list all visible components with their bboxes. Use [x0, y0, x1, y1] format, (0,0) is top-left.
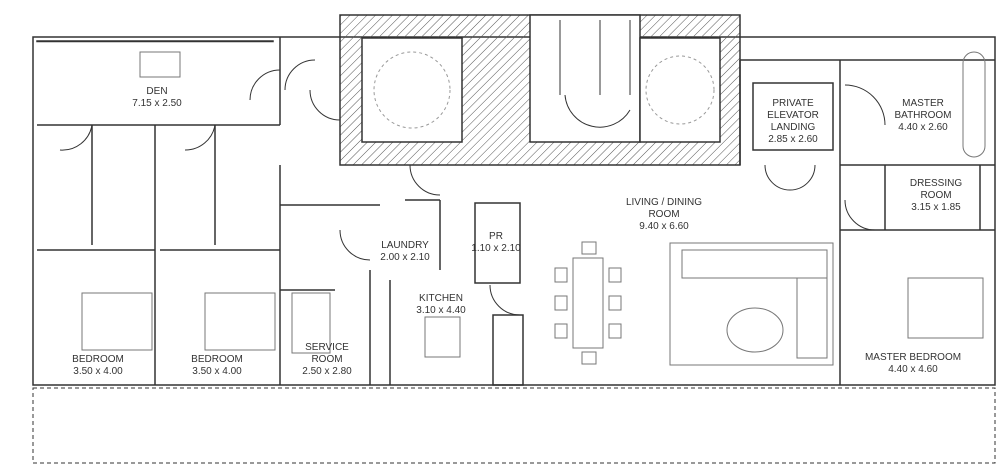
stairs	[559, 20, 631, 128]
room-size: 1.10 x 2.10	[471, 243, 521, 254]
room-size: 3.10 x 4.40	[416, 305, 466, 316]
balcony-outline	[32, 387, 996, 464]
room-size: 7.15 x 2.50	[132, 98, 182, 109]
room-name: LIVING / DINING	[625, 197, 703, 208]
room-name: LAUNDRY	[381, 240, 429, 251]
room-size: 9.40 x 6.60	[639, 221, 689, 232]
bed-2	[204, 292, 276, 351]
master-bed	[907, 277, 984, 339]
room-size: 2.85 x 2.60	[768, 134, 818, 145]
den-chairs	[139, 51, 181, 78]
kitchen-island	[424, 316, 461, 358]
room-name: ELEVATOR	[767, 110, 819, 121]
room-name: PRIVATE	[772, 98, 814, 109]
sofa	[681, 249, 828, 279]
room-name: MASTER	[902, 98, 944, 109]
elevator-car-2	[645, 55, 715, 125]
coffee-table	[726, 307, 784, 353]
room-name: LANDING	[770, 122, 816, 133]
room-name: DEN	[146, 86, 168, 97]
room-size: 3.15 x 1.85	[911, 202, 961, 213]
room-name: PR	[489, 231, 503, 242]
room-size: 2.00 x 2.10	[380, 252, 430, 263]
dining-table	[572, 257, 604, 349]
room-name: ROOM	[648, 209, 680, 220]
elevator-landing-box	[752, 82, 834, 151]
sofa-side	[796, 277, 828, 359]
bathtub	[962, 51, 986, 158]
dining-chairs	[554, 241, 622, 365]
service-bed	[291, 292, 331, 354]
room-name: MASTER BEDROOM	[864, 352, 962, 363]
room-size: 3.50 x 4.00	[192, 366, 242, 377]
room-size: 2.50 x 2.80	[302, 366, 352, 377]
room-size: 3.50 x 4.00	[73, 366, 123, 377]
room-name: BATHROOM	[894, 110, 952, 121]
room-name: ROOM	[311, 354, 343, 365]
bed-1	[81, 292, 153, 351]
room-name: BEDROOM	[72, 354, 124, 365]
room-name: DRESSING	[909, 178, 963, 189]
room-name: SERVICE	[305, 342, 349, 353]
room-size: 4.40 x 2.60	[898, 122, 948, 133]
living-rug	[669, 242, 834, 366]
room-name: BEDROOM	[191, 354, 243, 365]
room-name: KITCHEN	[419, 293, 463, 304]
doors	[59, 59, 886, 316]
room-name: ROOM	[920, 190, 952, 201]
elevator-car-1	[373, 51, 451, 129]
room-size: 4.40 x 4.60	[888, 364, 938, 375]
